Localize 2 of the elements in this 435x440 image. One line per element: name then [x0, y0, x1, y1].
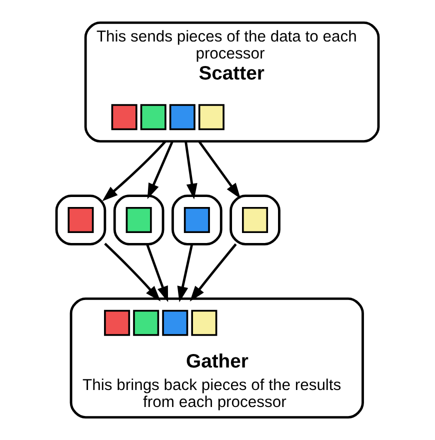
node-label: This sends pieces of the data to each processor	[96, 28, 357, 62]
node-label: This brings back pieces of the results from each processor	[82, 376, 342, 411]
